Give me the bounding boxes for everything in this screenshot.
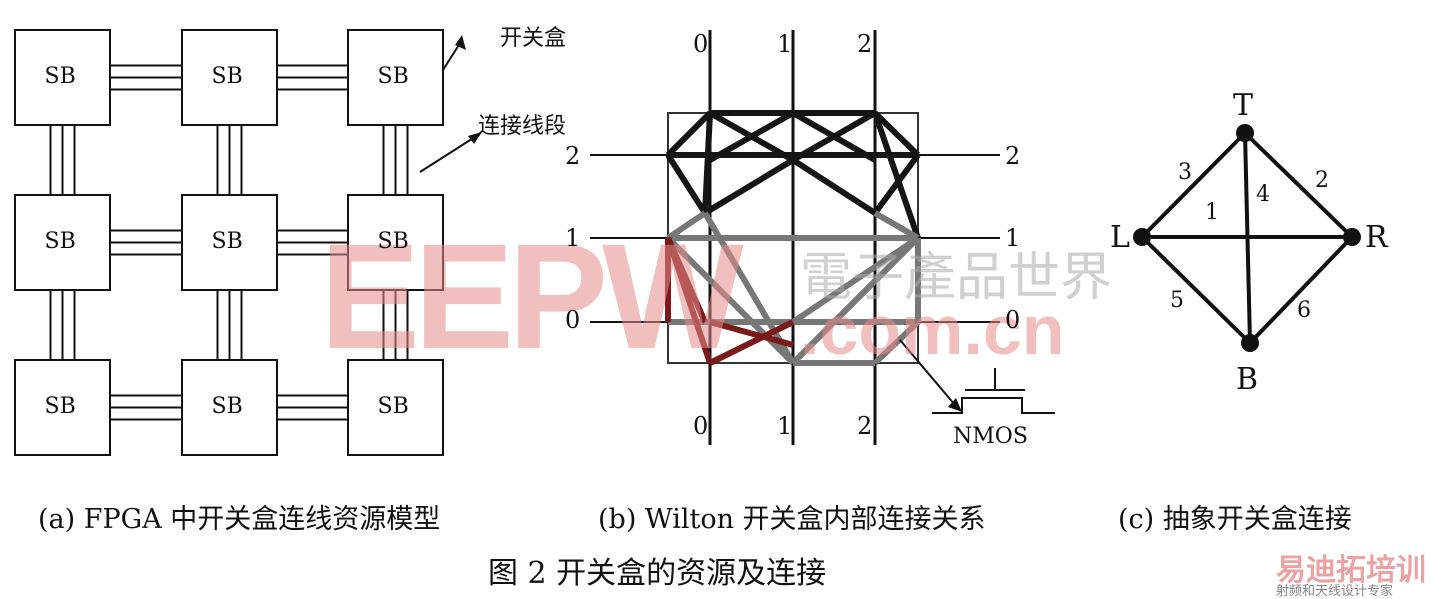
edge-5: 5 [1170,288,1184,313]
caption-c: (c) 抽象开关盒连接 [1118,504,1352,535]
edge-6: 6 [1297,298,1311,323]
arrow-line [899,339,956,406]
switch-connection [791,235,920,325]
watermark-logo: EEPW [320,212,744,380]
switch-connection [665,237,713,364]
sb-label: SB [44,228,76,254]
track-left-2: 2 [565,142,581,170]
switch-connection [790,235,921,366]
track-bottom-0: 0 [693,412,709,440]
sb-label: SB [377,63,409,89]
sb-label: SB [377,228,409,254]
watermark-domain: .com.cn [800,291,1065,369]
graph-node [1236,124,1254,142]
track-top-0: 0 [693,30,709,58]
switch-connection [709,319,794,348]
sb-label: SB [377,393,409,419]
track-top-2: 2 [857,30,873,58]
edge-3: 3 [1178,160,1192,185]
nmos-label: NMOS [953,424,1028,449]
caption-b: (b) Wilton 开关盒内部连接关系 [598,504,986,535]
graph-node [1241,334,1259,352]
switch-connection [708,319,795,366]
arrow-head [455,35,466,50]
node-b: B [1236,362,1259,397]
edge-2: 2 [1315,168,1329,193]
edge-4: 4 [1256,182,1270,207]
track-top-1: 1 [777,30,793,58]
sb-label: SB [211,63,243,89]
graph-edge [1140,131,1247,239]
switch-connection [666,210,707,241]
sb-label: SB [211,393,243,419]
track-right-0: 0 [1005,306,1021,334]
graph-node [1133,228,1151,246]
edge-1: 1 [1205,200,1219,225]
watermark-slogan: 射频和天线设计专家 [1276,583,1394,598]
track-right-2: 2 [1005,142,1021,170]
switch-connection [872,110,921,158]
switch-connection [791,157,877,216]
graph-edge [1248,235,1354,345]
nmos-symbol [932,397,1055,414]
track-left-0: 0 [565,306,581,334]
switch-connection [872,319,921,366]
switch-connection [872,112,921,239]
track-left-1: 1 [565,224,581,252]
figure-title: 图 2 开关盒的资源及连接 [488,556,827,591]
segment-label: 连接线段 [478,114,567,139]
sb-label: SB [211,228,243,254]
switch-connection [665,110,713,158]
graph-edge [1140,235,1252,345]
arrow-line [419,134,479,173]
arrow-head [948,398,962,412]
node-l: L [1110,220,1130,255]
track-bottom-1: 1 [777,412,793,440]
node-r: R [1365,220,1388,255]
node-t: T [1233,88,1254,123]
sb-label: SB [44,393,76,419]
sb-label: SB [44,63,76,89]
switch-connection [703,157,795,216]
graph-edge [1243,131,1354,239]
switch-connection [702,112,713,214]
switch-connection [665,153,708,215]
arrow-head [468,132,482,144]
watermark-brand: 易迪拓培训 [1276,554,1426,587]
track-right-1: 1 [1005,224,1021,252]
switch-box-label: 开关盒 [500,26,567,51]
track-bottom-2: 2 [857,412,873,440]
caption-a: (a) FPGA 中开关盒连线资源模型 [38,504,441,535]
switch-connection [873,210,920,241]
watermark-cn: 電子產品世界 [800,248,1113,308]
graph-node [1343,228,1361,246]
